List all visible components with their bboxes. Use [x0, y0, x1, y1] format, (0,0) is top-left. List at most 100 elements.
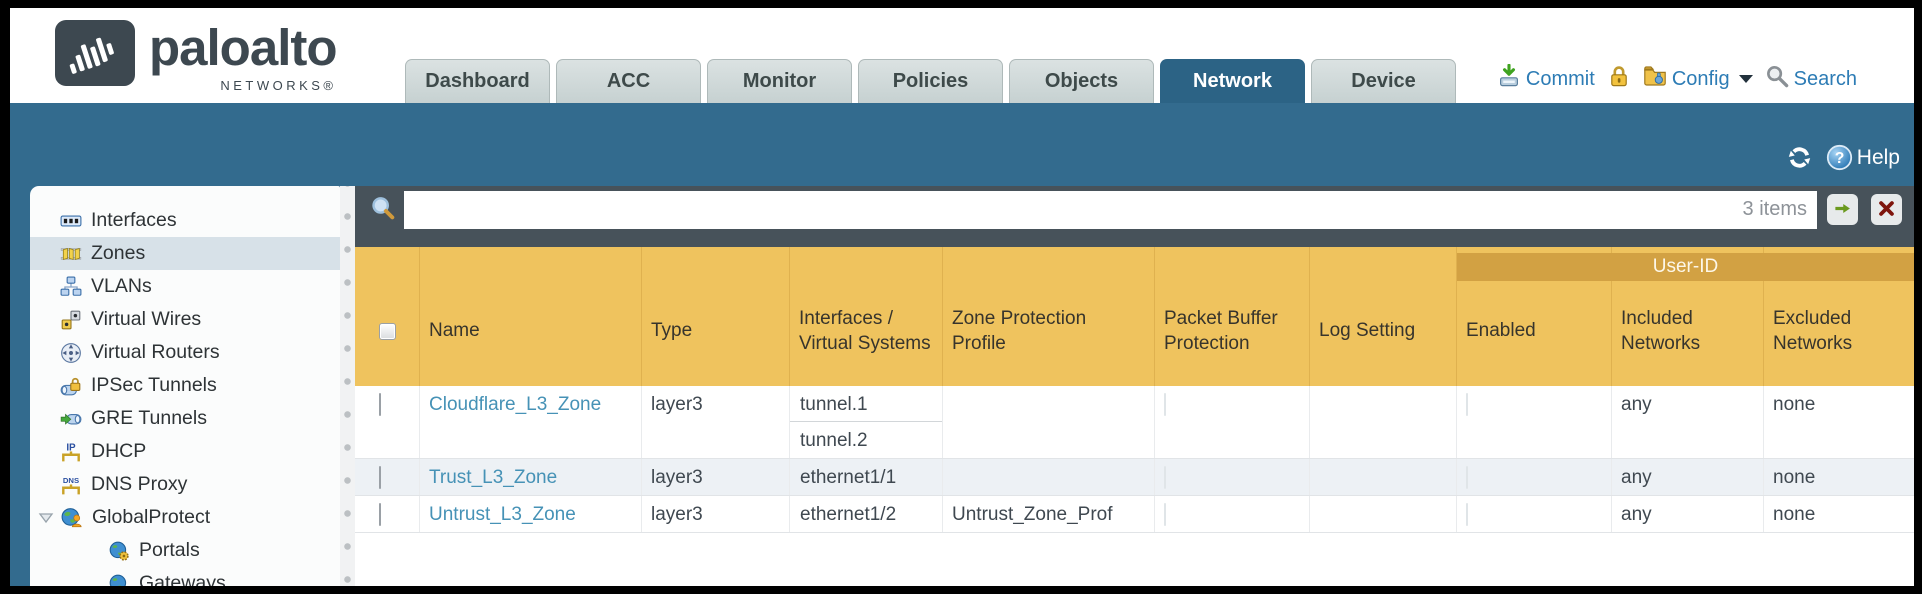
sidebar-item-label: DNS Proxy	[91, 473, 188, 495]
svg-text:DNS: DNS	[63, 475, 79, 484]
config-label: Config	[1671, 67, 1730, 90]
commit-button[interactable]: Commit	[1497, 63, 1595, 94]
chevron-down-icon	[1738, 75, 1753, 83]
tab-device[interactable]: Device	[1311, 59, 1456, 103]
green-arrow-icon	[1833, 199, 1852, 221]
svg-text:?: ?	[1834, 150, 1844, 167]
gre-tunnels-icon	[60, 408, 82, 430]
sidebar-item-portals[interactable]: Portals	[30, 534, 340, 567]
sidebar-item-label: VLANs	[91, 275, 152, 297]
column-header-name[interactable]: Name	[420, 247, 642, 386]
clear-filter-button[interactable]	[1871, 194, 1902, 225]
column-header-zone-protection-profile[interactable]: Zone Protection Profile	[943, 247, 1155, 386]
sidebar-item-label: Gateways	[139, 572, 226, 586]
portals-icon	[108, 540, 130, 562]
cell-zone-protection-profile	[943, 386, 1155, 458]
sidebar-item-gateways[interactable]: Gateways	[30, 567, 340, 586]
column-header-select	[370, 247, 420, 386]
column-header-enabled[interactable]: Enabled	[1457, 247, 1612, 386]
packet-buffer-checkbox[interactable]	[1164, 503, 1166, 526]
virtual-wires-icon	[60, 309, 82, 331]
tab-objects[interactable]: Objects	[1009, 59, 1154, 103]
header-actions: Commit Config Search	[1497, 63, 1857, 94]
select-all-checkbox[interactable]	[379, 323, 396, 340]
sidebar-item-interfaces[interactable]: Interfaces	[30, 204, 340, 237]
refresh-button[interactable]	[1786, 144, 1813, 171]
user-id-enabled-checkbox[interactable]	[1466, 393, 1468, 416]
help-label: Help	[1856, 145, 1900, 169]
cell-name: Trust_L3_Zone	[420, 459, 642, 495]
sidebar-item-globalprotect[interactable]: GlobalProtect	[30, 501, 340, 534]
column-header-type[interactable]: Type	[642, 247, 790, 386]
filter-bar: 3 items	[355, 186, 1914, 247]
cell-packet-buffer-protection	[1155, 459, 1310, 495]
column-header-excluded-networks[interactable]: Excluded Networks	[1773, 307, 1853, 354]
row-select-checkbox[interactable]	[379, 393, 381, 416]
filter-input[interactable]	[404, 191, 1817, 229]
sidebar-item-label: GlobalProtect	[92, 506, 211, 528]
sidebar-item-label: Virtual Routers	[91, 341, 220, 363]
interface-value: tunnel.1	[790, 386, 942, 422]
cell-interfaces: ethernet1/2	[790, 496, 943, 532]
cell-zone-protection-profile: Untrust_Zone_Prof	[943, 496, 1155, 532]
vlans-icon	[60, 276, 82, 298]
sidebar-item-gre-tunnels[interactable]: GRE Tunnels	[30, 402, 340, 435]
column-header-included-networks[interactable]: Included Networks	[1612, 247, 1764, 386]
cell-log-setting	[1310, 459, 1457, 495]
column-header-log-setting[interactable]: Log Setting	[1310, 247, 1457, 386]
config-menu[interactable]: Config	[1643, 64, 1753, 94]
interfaces-icon	[60, 210, 82, 232]
tab-acc[interactable]: ACC	[556, 59, 701, 103]
tab-policies[interactable]: Policies	[858, 59, 1003, 103]
row-select-checkbox[interactable]	[379, 466, 381, 489]
packet-buffer-checkbox[interactable]	[1164, 393, 1166, 416]
column-header-packet-buffer-protection[interactable]: Packet Buffer Protection	[1155, 247, 1310, 386]
global-search-button[interactable]: Search	[1765, 64, 1857, 94]
sidebar-item-label: Virtual Wires	[91, 308, 202, 330]
tab-monitor[interactable]: Monitor	[707, 59, 852, 103]
lock-button[interactable]	[1607, 64, 1631, 94]
cell-select	[370, 459, 420, 495]
sidebar-item-vlans[interactable]: VLANs	[30, 270, 340, 303]
cell-name: Cloudflare_L3_Zone	[420, 386, 642, 458]
brand-name: paloalto	[149, 19, 338, 76]
sidebar-item-zones[interactable]: Zones	[30, 237, 340, 270]
cell-excluded-networks: none	[1773, 467, 1816, 488]
dhcp-icon: IP	[60, 441, 82, 463]
tab-network[interactable]: Network	[1160, 59, 1305, 103]
ipsec-tunnels-icon	[60, 375, 82, 397]
cell-included-networks: any	[1612, 496, 1764, 532]
commit-label: Commit	[1525, 67, 1595, 90]
sidebar-item-virtual-wires[interactable]: Virtual Wires	[30, 303, 340, 336]
sidebar-splitter[interactable]	[340, 186, 355, 586]
sidebar-item-virtual-routers[interactable]: Virtual Routers	[30, 336, 340, 369]
help-button[interactable]: ? Help	[1826, 144, 1900, 171]
zone-name-link[interactable]: Trust_L3_Zone	[429, 467, 558, 488]
search-label: Search	[1793, 67, 1857, 90]
user-id-enabled-checkbox[interactable]	[1466, 503, 1468, 526]
sidebar-item-dns-proxy[interactable]: DNS DNS Proxy	[30, 468, 340, 501]
tree-collapse-icon[interactable]	[38, 510, 54, 526]
sidebar-item-label: GRE Tunnels	[91, 407, 207, 429]
user-id-enabled-checkbox[interactable]	[1466, 466, 1468, 489]
zone-name-link[interactable]: Untrust_L3_Zone	[429, 504, 576, 525]
sidebar-item-ipsec-tunnels[interactable]: IPSec Tunnels	[30, 369, 340, 402]
apply-filter-button[interactable]	[1827, 194, 1858, 225]
column-header-interfaces-virtual-systems[interactable]: Interfaces / Virtual Systems	[790, 247, 943, 386]
tab-dashboard[interactable]: Dashboard	[405, 59, 550, 103]
sidebar-item-label: Interfaces	[91, 209, 177, 231]
filter-input-wrap: 3 items	[404, 191, 1817, 229]
cell-zone-protection-profile	[943, 459, 1155, 495]
row-select-checkbox[interactable]	[379, 503, 381, 526]
packet-buffer-checkbox[interactable]	[1164, 466, 1166, 489]
cell-excluded-networks: none	[1773, 504, 1816, 525]
help-icon: ?	[1826, 144, 1853, 171]
zone-name-link[interactable]: Cloudflare_L3_Zone	[429, 394, 602, 415]
